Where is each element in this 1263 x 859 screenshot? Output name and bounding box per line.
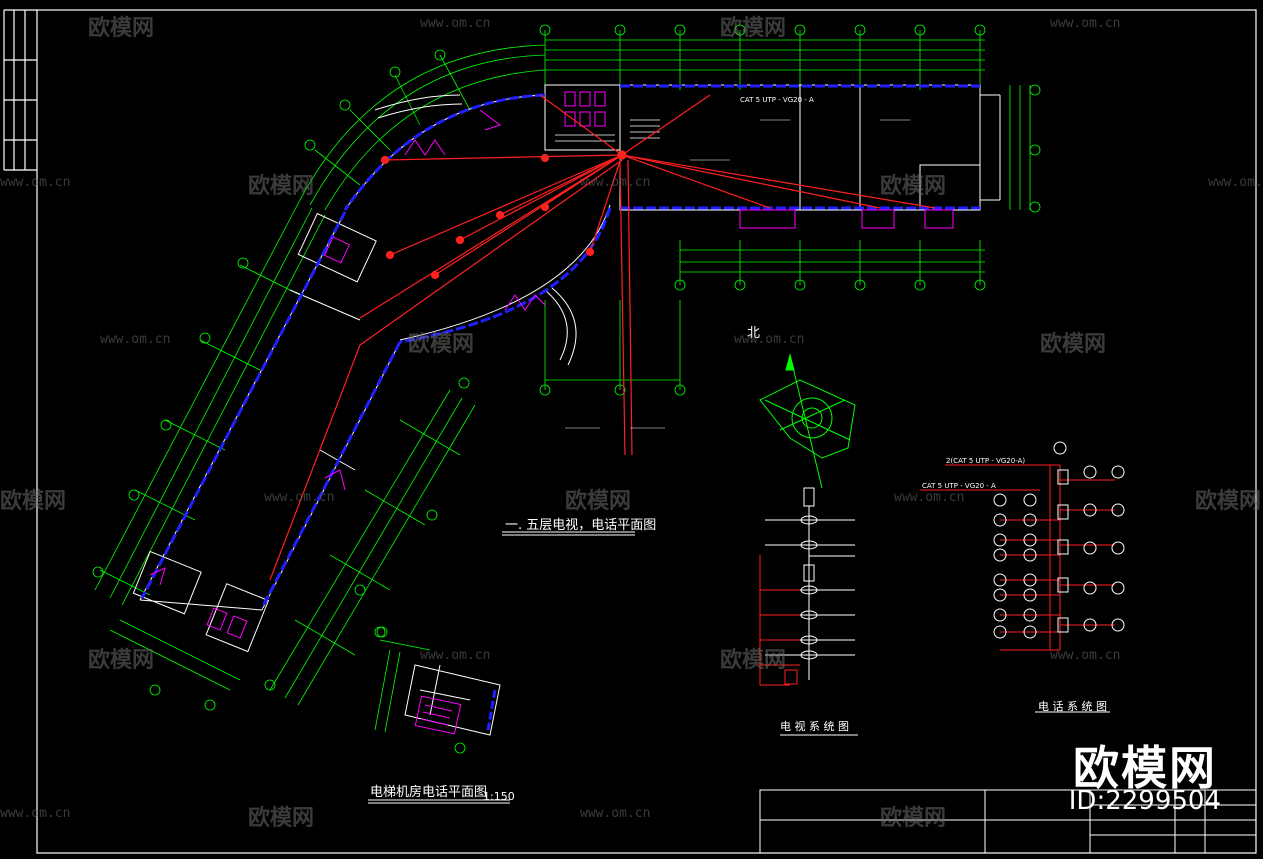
elevator-room-dims — [374, 626, 466, 754]
watermark-url: www.om.cn — [580, 175, 651, 190]
north-arrow-symbol — [759, 353, 856, 489]
north-label: 北 — [747, 326, 761, 341]
watermark-url: www.om.cn — [0, 806, 71, 821]
watermark-brand: 欧模网 — [88, 648, 155, 673]
phone-cable-top-label: 2(CAT 5 UTP - VG20-A) — [946, 457, 1026, 465]
curved-lobby-dimensions — [299, 44, 546, 211]
watermark-brand: 欧模网 — [248, 806, 315, 831]
left-wing-fixtures — [149, 236, 351, 639]
restroom-fixtures — [564, 91, 954, 229]
right-wing-dimensions — [539, 24, 1041, 396]
main-cable-label: CAT 5 UTP - VG20 - A — [740, 96, 814, 104]
watermark-brand: 欧模网 — [408, 332, 475, 357]
watermark-big-brand: 欧模网 — [1073, 741, 1217, 795]
title-block — [759, 789, 1257, 854]
left-wing-outer-wall — [140, 211, 402, 609]
watermark-url: www.om.cn — [734, 332, 805, 347]
elevator-plan-title: 电梯机房电话平面图 — [370, 785, 488, 800]
watermark-brand: 欧模网 — [880, 806, 947, 831]
phone-outlets — [993, 441, 1125, 639]
phone-system-diagram — [920, 464, 1115, 651]
watermark-brand: 欧模网 — [1040, 332, 1107, 357]
drawing-frame — [3, 9, 1257, 854]
title-underlines — [368, 531, 1110, 804]
watermark-brand: 欧模网 — [720, 16, 787, 41]
watermark-url: www.om.cn — [580, 806, 651, 821]
watermark-url: www.om.cn — [420, 16, 491, 31]
tv-system-red-feed — [759, 555, 800, 686]
curved-fixtures — [404, 109, 546, 311]
wiring-red — [269, 94, 936, 581]
curved-lobby-walls — [344, 94, 611, 366]
watermark-url: www.om.cn — [0, 175, 71, 190]
watermark-url: www.om.cn — [420, 648, 491, 663]
elevator-stair — [414, 695, 462, 735]
watermark-url: www.om.cn — [1050, 648, 1121, 663]
elevator-wall-blue — [486, 689, 497, 731]
watermark-brand: 欧模网 — [88, 16, 155, 41]
floor-plan-title: 一. 五层电视，电话平面图 — [505, 518, 657, 533]
phone-system-title: 电 话 系 统 图 — [1038, 700, 1107, 713]
tv-system-diagram — [765, 487, 855, 680]
tv-system-title: 电 视 系 统 图 — [780, 720, 849, 733]
watermark-url: www.om.cn — [264, 490, 335, 505]
watermark-brand: 欧模网 — [880, 174, 947, 199]
stair-right — [555, 119, 660, 142]
watermark-url: www.om.cn — [1050, 16, 1121, 31]
watermark-brand: 欧模网 — [0, 489, 67, 514]
watermark-url: www.om.cn — [1208, 175, 1263, 190]
left-wing-dimensions — [92, 199, 476, 711]
watermark-brand: 欧模网 — [1195, 489, 1262, 514]
watermark-brand: 欧模网 — [248, 174, 315, 199]
phone-cable-mid-label: CAT 5 UTP - VG20 - A — [922, 482, 996, 490]
right-wing-outer-wall — [620, 84, 980, 210]
watermark-id: ID:2299504 — [1068, 786, 1221, 816]
watermark-brand: 欧模网 — [720, 648, 787, 673]
elevator-room-plan — [404, 664, 501, 736]
right-wing-walls — [544, 84, 1001, 211]
elevator-plan-scale: 1:150 — [483, 790, 515, 803]
watermark-url: www.om.cn — [894, 490, 965, 505]
plan-annotation-ticks — [565, 119, 910, 429]
curved-outer-wall — [343, 93, 612, 344]
watermark-url: www.om.cn — [100, 332, 171, 347]
watermark-brand: 欧模网 — [565, 489, 632, 514]
